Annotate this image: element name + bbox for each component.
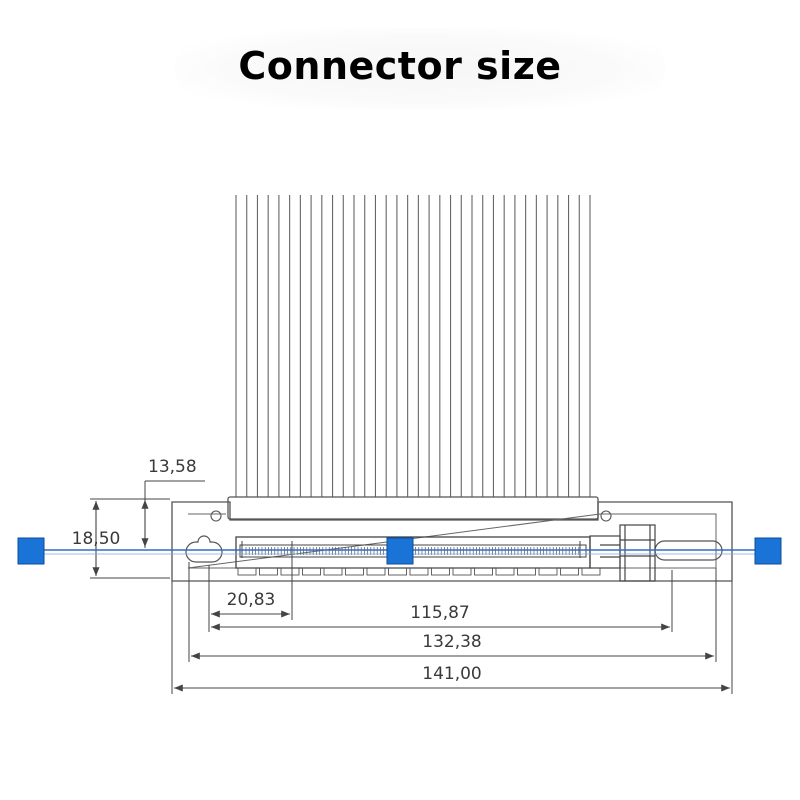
slot-foot	[431, 567, 450, 576]
cable-strain-relief	[227, 496, 599, 520]
dim-slot-span: 115,87	[410, 603, 469, 623]
slot-foot	[237, 567, 257, 576]
slot-foot	[581, 567, 601, 576]
slot-foot	[474, 567, 493, 576]
slot-foot	[560, 567, 579, 576]
slot-feet	[237, 567, 601, 576]
marker-center[interactable]	[386, 537, 414, 565]
slot-foot	[366, 567, 386, 576]
slot-foot	[259, 567, 278, 576]
mounting-bracket	[171, 501, 733, 582]
dim-hole-spacing: 132,38	[422, 632, 481, 652]
dim-overall-width: 141,00	[422, 664, 481, 684]
title-backdrop	[175, 28, 665, 110]
slot-foot	[409, 567, 429, 576]
bracket-inner-outline	[187, 513, 717, 569]
slot-foot	[452, 567, 472, 576]
marker-right[interactable]	[754, 537, 782, 565]
slot-foot	[280, 567, 300, 576]
slot-foot	[388, 567, 407, 576]
screw-hole-left	[210, 510, 222, 522]
marker-left[interactable]	[17, 537, 45, 565]
keyhole-slot	[185, 535, 223, 563]
slot-foot	[495, 567, 515, 576]
page-title: Connector size	[238, 44, 562, 88]
screw-hole-right	[600, 510, 612, 522]
slot-foot	[323, 567, 343, 576]
slot-foot	[302, 567, 321, 576]
ribbon-cable	[235, 195, 591, 497]
dim-height-overall: 18,50	[72, 529, 121, 549]
slot-foot	[345, 567, 364, 576]
dim-slot-offset: 20,83	[227, 590, 276, 610]
dim-height-to-slot: 13,58	[148, 457, 197, 477]
slot-foot	[538, 567, 558, 576]
slot-latch	[589, 524, 656, 582]
slot-foot	[517, 567, 536, 576]
